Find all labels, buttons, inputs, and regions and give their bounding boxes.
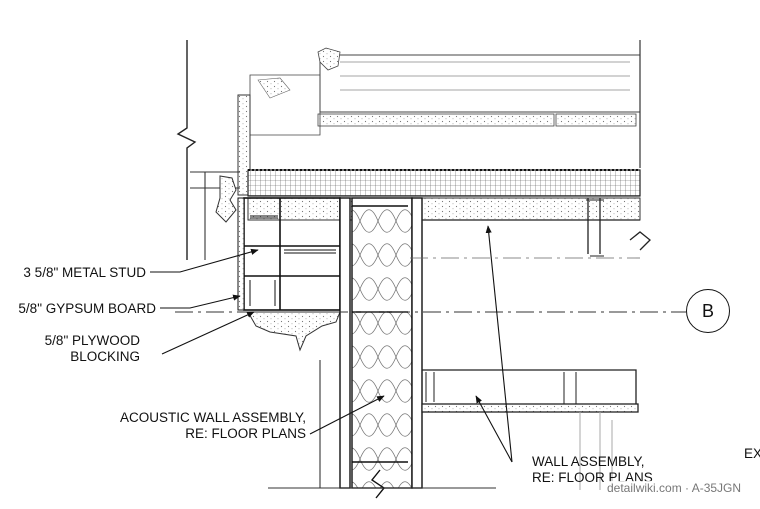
acoustic-wall [339,197,423,499]
label-plywood-line1: 5/8" PLYWOOD [44,333,140,348]
leader-metal-stud [150,248,259,273]
grid-bubble-letter: B [701,300,714,321]
plywood-blocking [247,311,341,352]
label-metal-stud: 3 5/8" METAL STUD [23,265,146,280]
watermark: detailwiki.com · A-35JGN [604,481,745,495]
label-acoustic-line2: RE: FLOOR PLANS [185,426,306,441]
grid-bubble-b: B [686,289,730,333]
trim-profile [190,171,240,223]
label-plywood-line2: BLOCKING [70,349,140,364]
parapet-top [237,40,641,196]
gypsum-soffit [247,197,641,221]
leader-wall-b [475,395,513,463]
label-acoustic-line1: ACOUSTIC WALL ASSEMBLY, [119,410,306,425]
leader-gypsum-board [160,294,241,309]
right-wall [319,198,651,490]
label-gypsum-board: 5/8" GYPSUM BOARD [18,301,156,316]
label-ext-fragment: EX [744,446,760,461]
leaders [150,225,513,463]
ceiling-grid [247,169,641,197]
label-wall-line1: WALL ASSEMBLY, [532,454,645,469]
leader-plywood [161,311,255,355]
left-wall [176,40,206,260]
leader-wall-a [485,225,513,463]
leader-acoustic [309,395,385,435]
